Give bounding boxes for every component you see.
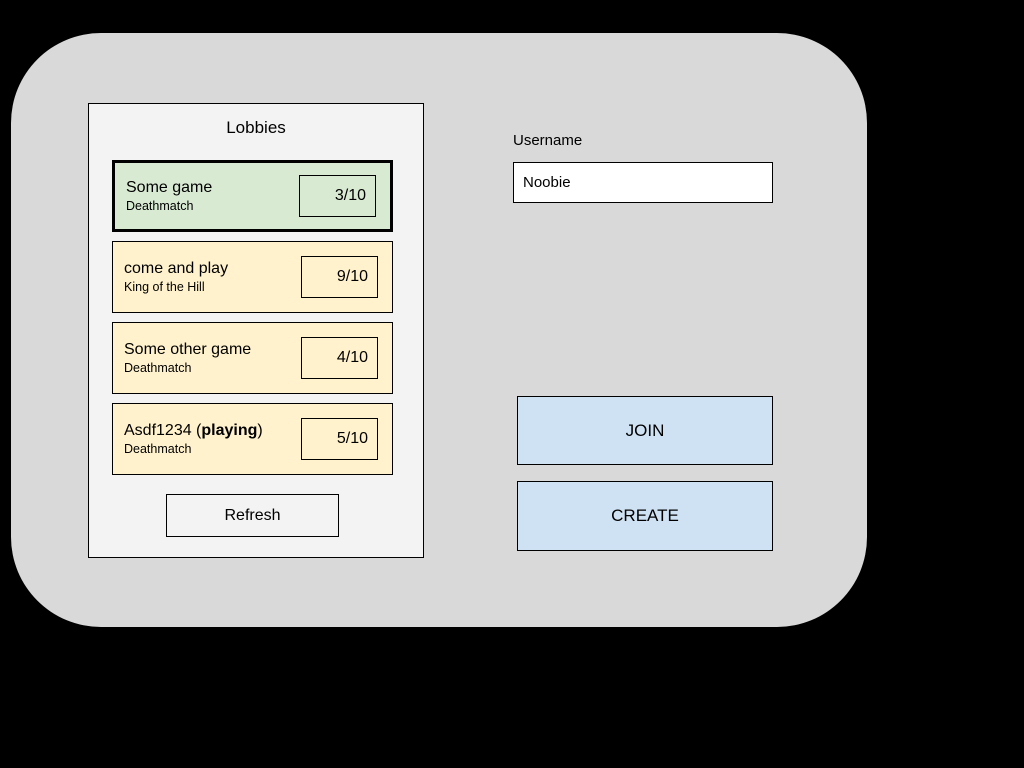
refresh-button[interactable]: Refresh: [166, 494, 339, 537]
lobby-text: come and play King of the Hill: [124, 259, 228, 295]
username-label: Username: [513, 132, 583, 149]
lobby-name-part: Asdf1234 (: [124, 422, 202, 439]
lobby-item[interactable]: Some game Deathmatch 3/10: [112, 160, 393, 232]
lobby-name: Asdf1234 (playing): [124, 421, 263, 440]
lobby-mode: Deathmatch: [126, 199, 194, 213]
lobby-text: Asdf1234 (playing) Deathmatch: [124, 421, 263, 457]
create-button[interactable]: CREATE: [517, 481, 773, 551]
lobby-name-part: come and play: [124, 260, 229, 277]
lobby-mode: King of the Hill: [124, 280, 205, 294]
lobbies-panel: Lobbies Some game Deathmatch 3/10 come a…: [88, 103, 424, 558]
lobby-text: Some other game Deathmatch: [124, 340, 251, 376]
lobby-item[interactable]: Some other game Deathmatch 4/10: [112, 322, 393, 394]
lobby-count-badge: 5/10: [301, 418, 378, 460]
join-button[interactable]: JOIN: [517, 396, 773, 465]
lobby-count-badge: 3/10: [299, 175, 376, 217]
lobby-mode: Deathmatch: [124, 442, 192, 456]
lobby-name-part: playing: [201, 422, 258, 439]
lobby-name: Some other game: [124, 340, 251, 359]
lobby-text: Some game Deathmatch: [126, 178, 212, 214]
main-panel: Lobbies Some game Deathmatch 3/10 come a…: [11, 33, 867, 627]
lobbies-title: Lobbies: [226, 118, 286, 137]
lobby-name-part: Some game: [126, 179, 213, 196]
lobby-count-badge: 9/10: [301, 256, 378, 298]
lobby-name-part: Some other game: [124, 341, 252, 358]
lobby-item[interactable]: come and play King of the Hill 9/10: [112, 241, 393, 313]
lobby-mode: Deathmatch: [124, 361, 192, 375]
lobby-name: Some game: [126, 178, 212, 197]
lobby-name-part: ): [257, 422, 263, 439]
username-input[interactable]: [513, 162, 773, 203]
lobby-name: come and play: [124, 259, 228, 278]
lobby-item[interactable]: Asdf1234 (playing) Deathmatch 5/10: [112, 403, 393, 475]
lobby-list: Some game Deathmatch 3/10 come and play …: [112, 160, 393, 475]
lobby-count-badge: 4/10: [301, 337, 378, 379]
